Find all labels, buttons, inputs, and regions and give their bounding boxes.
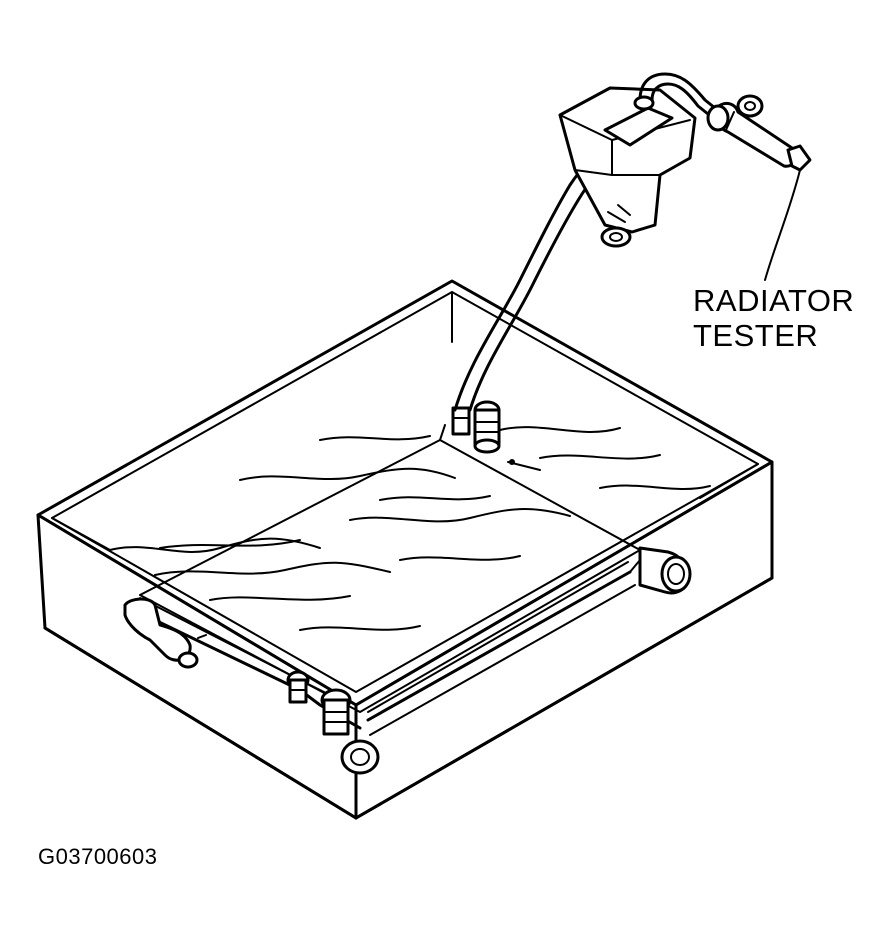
radiator-tester-label: RADIATOR TESTER [693, 283, 854, 353]
tester-hose [633, 72, 717, 116]
hose-clamp-fitting [451, 406, 471, 436]
water-tank [36, 279, 774, 820]
radiator [123, 400, 692, 775]
radiator-tester [706, 94, 812, 172]
radiator-tester-label-line2: TESTER [693, 318, 819, 353]
figure-id: G03700603 [38, 844, 158, 869]
plug-left [286, 670, 310, 704]
coolant-reservoir [558, 86, 697, 248]
water-surface [109, 426, 711, 631]
plug-right [320, 688, 352, 736]
radiator-tester-label-line1: RADIATOR [693, 283, 855, 318]
radiator-filler-neck [473, 400, 501, 454]
callout-leader-line [764, 169, 801, 281]
